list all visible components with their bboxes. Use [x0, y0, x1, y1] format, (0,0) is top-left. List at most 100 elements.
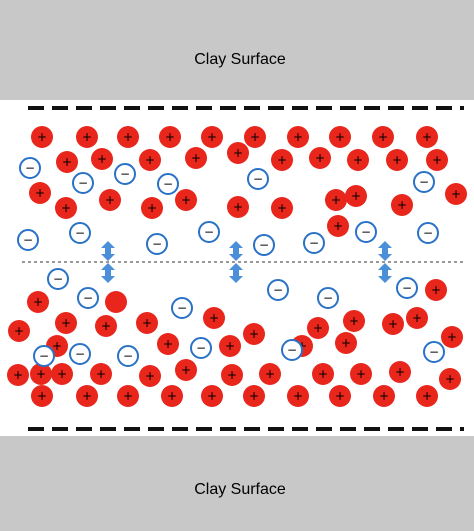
anion-sign: −	[423, 226, 433, 240]
cation-sign: +	[333, 219, 343, 233]
cation: +	[117, 385, 139, 407]
cation-circle	[117, 126, 139, 148]
cation: +	[95, 315, 117, 337]
cation-circle	[312, 363, 334, 385]
cation-sign: +	[82, 389, 92, 403]
cation: +	[31, 385, 53, 407]
cation-sign: +	[167, 389, 177, 403]
cation-sign: +	[249, 389, 259, 403]
anion-sign: −	[120, 167, 130, 181]
cation-circle	[91, 148, 113, 170]
cation-sign: +	[351, 189, 361, 203]
anion-sign: −	[259, 238, 269, 252]
cation-sign: +	[422, 130, 432, 144]
cation-circle	[136, 312, 158, 334]
cation: +	[345, 185, 367, 207]
cation: +	[8, 320, 30, 342]
cation-sign: +	[96, 367, 106, 381]
cation-circle	[139, 365, 161, 387]
anion: −	[72, 172, 94, 194]
anion-circle	[355, 221, 377, 243]
cation-sign: +	[265, 367, 275, 381]
anion-sign: −	[53, 272, 63, 286]
cation-sign: +	[61, 316, 71, 330]
anion: −	[423, 341, 445, 363]
cation-sign: +	[341, 336, 351, 350]
cation-sign: +	[165, 130, 175, 144]
cation-circle	[439, 368, 461, 390]
cation-sign: +	[431, 283, 441, 297]
cation: +	[227, 196, 249, 218]
cation-sign: +	[451, 187, 461, 201]
cation: +	[425, 279, 447, 301]
cation-sign: +	[142, 316, 152, 330]
cation-sign: +	[33, 295, 43, 309]
cation-sign: +	[315, 151, 325, 165]
cation-circle	[31, 126, 53, 148]
cation-circle	[29, 182, 51, 204]
cation-circle	[445, 183, 467, 205]
anion-circle	[281, 339, 303, 361]
cation-circle	[271, 197, 293, 219]
cation: +	[7, 364, 29, 386]
cation-sign: +	[277, 153, 287, 167]
cation: +	[175, 359, 197, 381]
cation-circle	[105, 291, 127, 313]
cation-circle	[31, 385, 53, 407]
cation-sign: +	[349, 314, 359, 328]
anion-sign: −	[309, 236, 319, 250]
cation-circle	[55, 197, 77, 219]
cation: +	[386, 149, 408, 171]
anion-circle	[253, 234, 275, 256]
cation-circle	[373, 385, 395, 407]
cation-circle	[287, 385, 309, 407]
anion: −	[190, 337, 212, 359]
cation-circle	[329, 385, 351, 407]
cation: +	[373, 385, 395, 407]
cation: +	[99, 189, 121, 211]
anion-circle	[267, 279, 289, 301]
cation: +	[157, 333, 179, 355]
cation: +	[136, 312, 158, 334]
anion: −	[267, 279, 289, 301]
cation-circle	[347, 149, 369, 171]
cation-sign: +	[378, 130, 388, 144]
cation-sign: +	[181, 193, 191, 207]
cation-sign: +	[62, 155, 72, 169]
cation: +	[243, 385, 265, 407]
anion-sign: −	[419, 175, 429, 189]
cation: +	[159, 126, 181, 148]
cation: +	[139, 149, 161, 171]
double-arrow-icon	[101, 241, 115, 261]
cation: +	[391, 194, 413, 216]
cation: +	[175, 189, 197, 211]
cation-circle	[386, 149, 408, 171]
cation-circle	[51, 363, 73, 385]
cation: +	[325, 189, 347, 211]
cation-circle	[141, 197, 163, 219]
cation-sign: +	[207, 389, 217, 403]
anion: −	[146, 233, 168, 255]
cation-circle	[76, 385, 98, 407]
anion-circle	[396, 277, 418, 299]
cation-circle	[161, 385, 183, 407]
cation-sign: +	[445, 372, 455, 386]
anion-sign: −	[75, 226, 85, 240]
cation-sign: +	[249, 327, 259, 341]
cation-sign: +	[37, 389, 47, 403]
cation-circle	[30, 363, 52, 385]
cation: +	[271, 197, 293, 219]
cation-circle	[227, 196, 249, 218]
cation-circle	[406, 307, 428, 329]
anion: −	[17, 229, 39, 251]
cation: +	[201, 385, 223, 407]
cation-circle	[426, 149, 448, 171]
bottom-surface-label: Clay Surface	[194, 481, 286, 498]
cation: +	[51, 363, 73, 385]
cation: +	[416, 385, 438, 407]
cation: +	[221, 364, 243, 386]
cation-sign: +	[397, 198, 407, 212]
cation: +	[243, 323, 265, 345]
anion-circle	[198, 221, 220, 243]
cation: +	[227, 142, 249, 164]
